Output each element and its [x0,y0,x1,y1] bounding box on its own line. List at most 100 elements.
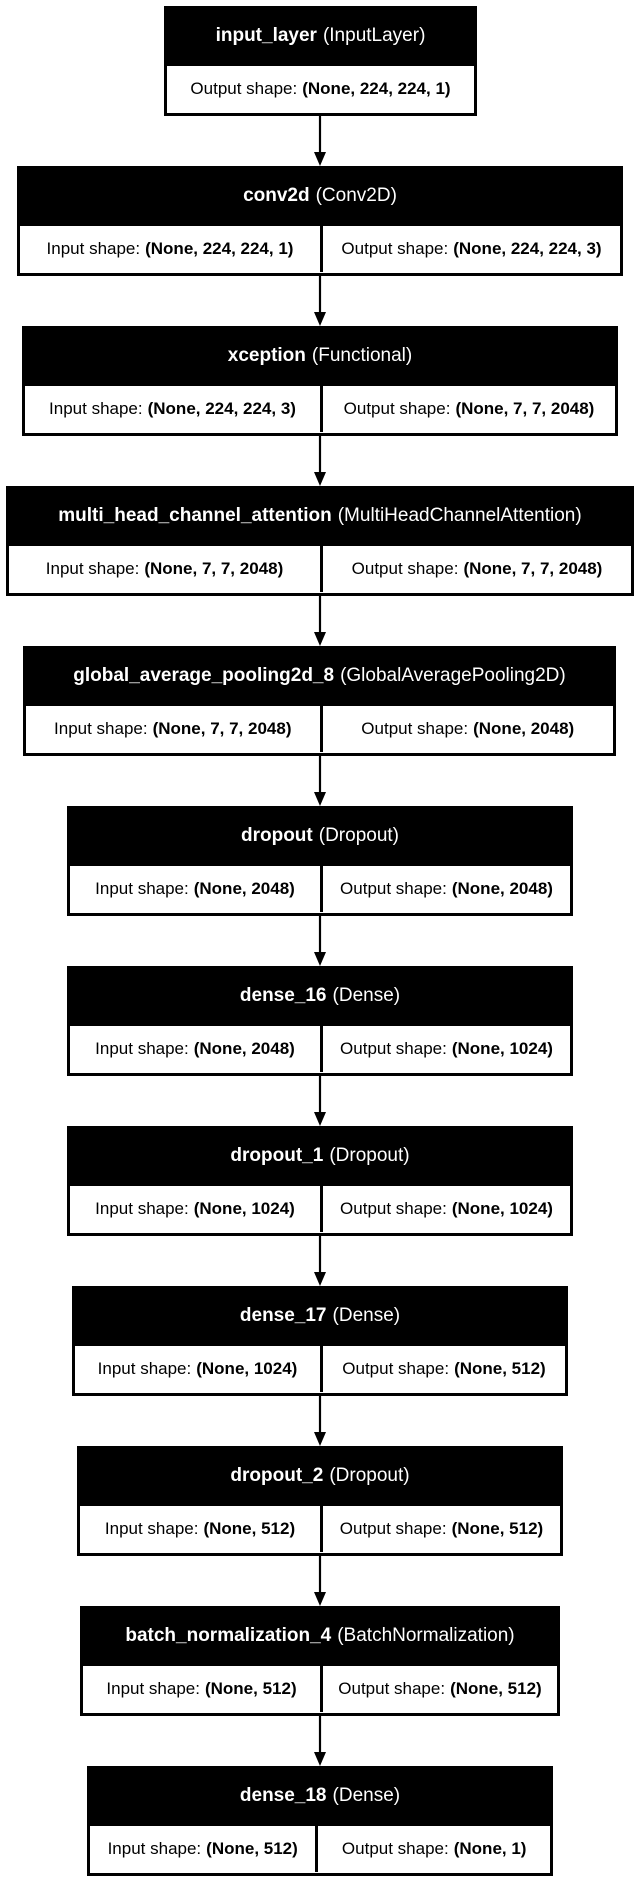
layer-type: (Dropout) [318,825,399,846]
output-shape-value: (None, 512) [454,1359,546,1378]
layer-node-conv2d: conv2d(Conv2D)Input shape:(None, 224, 22… [17,166,623,276]
output-shape-cell: Output shape:(None, 7, 7, 2048) [320,546,631,592]
layer-name: dropout_2 [230,1465,324,1486]
layer-node-global_average_pooling2d_8: global_average_pooling2d_8(GlobalAverage… [23,646,616,756]
layer-header: xception(Functional) [25,329,615,383]
input-shape-cell: Input shape:(None, 1024) [70,1186,320,1232]
input-shape-label: Input shape: [45,559,140,578]
input-shape-cell: Input shape:(None, 7, 7, 2048) [9,546,320,592]
output-shape-label: Output shape: [341,1839,449,1858]
input-shape-cell: Input shape:(None, 2048) [70,1026,320,1072]
output-shape-value: (None, 1) [453,1839,527,1858]
input-shape-value: (None, 2048) [193,1039,295,1058]
arrowhead-icon [314,472,326,486]
arrowhead-icon [314,312,326,326]
output-shape-label: Output shape: [340,1199,447,1218]
arrowhead-icon [314,1112,326,1126]
layer-name: input_layer [215,25,317,46]
layer-header: input_layer(InputLayer) [167,9,474,63]
layer-type: (Dropout) [329,1465,410,1486]
input-shape-cell: Input shape:(None, 1024) [75,1346,320,1392]
input-shape-label: Input shape: [95,1199,189,1218]
shape-row: Input shape:(None, 7, 7, 2048)Output sha… [26,703,613,752]
layer-type: (GlobalAveragePooling2D) [340,665,566,686]
output-shape-value: (None, 512) [450,1679,542,1698]
arrowhead-icon [314,1272,326,1286]
input-shape-cell: Input shape:(None, 224, 224, 1) [20,226,320,272]
input-shape-value: (None, 224, 224, 3) [147,399,296,418]
output-shape-value: (None, 7, 7, 2048) [455,399,595,418]
layer-type: (Dense) [332,985,401,1006]
input-shape-cell: Input shape:(None, 512) [90,1826,315,1872]
output-shape-value: (None, 1024) [451,1199,553,1218]
layer-header: dense_16(Dense) [70,969,570,1023]
shape-row: Output shape:(None, 224, 224, 1) [167,63,474,112]
input-shape-cell: Input shape:(None, 512) [83,1666,320,1712]
layer-type: (Conv2D) [315,185,397,206]
output-shape-cell: Output shape:(None, 512) [320,1346,565,1392]
output-shape-value: (None, 224, 224, 1) [302,79,451,98]
layer-name: multi_head_channel_attention [58,505,332,526]
layer-node-dense_17: dense_17(Dense)Input shape:(None, 1024)O… [72,1286,568,1396]
layer-node-dropout_2: dropout_2(Dropout)Input shape:(None, 512… [77,1446,563,1556]
output-shape-label: Output shape: [190,79,298,98]
layer-type: (InputLayer) [322,25,426,46]
layer-header: dropout_2(Dropout) [80,1449,560,1503]
layer-header: dropout(Dropout) [70,809,570,863]
output-shape-cell: Output shape:(None, 512) [320,1666,557,1712]
output-shape-value: (None, 2048) [451,879,553,898]
layer-name: batch_normalization_4 [125,1625,332,1646]
output-shape-value: (None, 1024) [451,1039,553,1058]
layer-name: global_average_pooling2d_8 [73,665,335,686]
input-shape-label: Input shape: [49,399,143,418]
shape-row: Input shape:(None, 1024)Output shape:(No… [75,1343,565,1392]
layer-header: batch_normalization_4(BatchNormalization… [83,1609,557,1663]
output-shape-cell: Output shape:(None, 1) [315,1826,550,1872]
input-shape-value: (None, 512) [203,1519,296,1538]
output-shape-label: Output shape: [340,879,447,898]
layer-node-dense_18: dense_18(Dense)Input shape:(None, 512)Ou… [87,1766,553,1876]
arrowhead-icon [314,1592,326,1606]
layer-type: (Dense) [332,1785,401,1806]
input-shape-value: (None, 7, 7, 2048) [152,719,292,738]
input-shape-label: Input shape: [107,1839,202,1858]
output-shape-value: (None, 2048) [473,719,575,738]
layer-node-dense_16: dense_16(Dense)Input shape:(None, 2048)O… [67,966,573,1076]
layer-node-input_layer: input_layer(InputLayer)Output shape:(Non… [164,6,477,116]
arrowhead-icon [314,152,326,166]
input-shape-cell: Input shape:(None, 2048) [70,866,320,912]
input-shape-cell: Input shape:(None, 512) [80,1506,320,1552]
layer-type: (BatchNormalization) [337,1625,515,1646]
layer-node-batch_normalization_4: batch_normalization_4(BatchNormalization… [80,1606,560,1716]
input-shape-cell: Input shape:(None, 7, 7, 2048) [26,706,320,752]
output-shape-label: Output shape: [351,559,459,578]
output-shape-cell: Output shape:(None, 2048) [319,706,614,752]
layer-name: dense_16 [239,985,327,1006]
input-shape-label: Input shape: [54,719,148,738]
output-shape-cell: Output shape:(None, 1024) [320,1186,570,1232]
shape-row: Input shape:(None, 2048)Output shape:(No… [70,1023,570,1072]
output-shape-label: Output shape: [341,239,449,258]
output-shape-cell: Output shape:(None, 1024) [320,1026,570,1072]
output-shape-cell: Output shape:(None, 2048) [320,866,570,912]
layer-name: dropout_1 [230,1145,324,1166]
input-shape-value: (None, 1024) [196,1359,298,1378]
input-shape-label: Input shape: [97,1359,192,1378]
output-shape-value: (None, 512) [451,1519,544,1538]
layer-node-multi_head_channel_attention: multi_head_channel_attention(MultiHeadCh… [6,486,634,596]
input-shape-value: (None, 2048) [193,879,295,898]
layer-name: xception [227,345,306,366]
shape-row: Input shape:(None, 512)Output shape:(Non… [83,1663,557,1712]
output-shape-label: Output shape: [339,1519,447,1538]
shape-row: Input shape:(None, 224, 224, 3) Output sh… [25,383,615,432]
shape-row: Input shape:(None, 7, 7, 2048)Output sha… [9,543,631,592]
shape-row: Input shape:(None, 512)Output shape:(Non… [90,1823,550,1872]
layer-header: conv2d(Conv2D) [20,169,620,223]
output-shape-label: Output shape: [343,399,451,418]
input-shape-label: Input shape: [95,879,189,898]
shape-row: Input shape:(None, 1024)Output shape:(No… [70,1183,570,1232]
output-shape-cell: Output shape:(None, 512) [320,1506,560,1552]
layer-header: dropout_1(Dropout) [70,1129,570,1183]
shape-row: Input shape:(None, 224, 224, 1) Output sh… [20,223,620,272]
